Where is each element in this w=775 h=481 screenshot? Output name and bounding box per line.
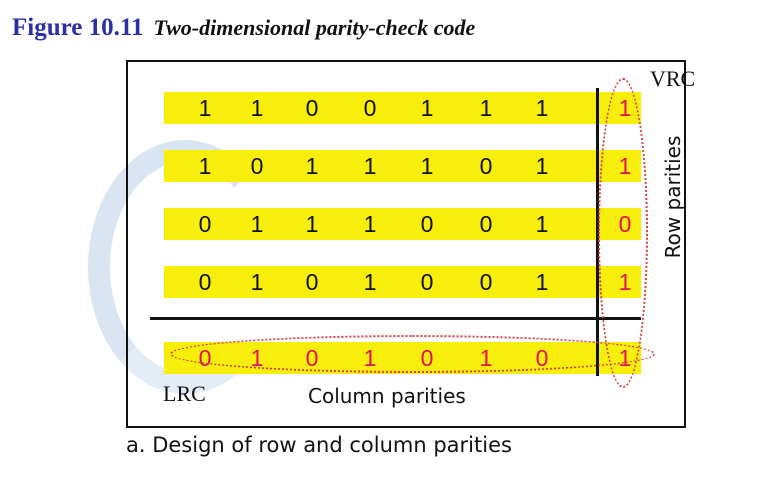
data-bit: 0: [363, 95, 377, 121]
data-bit: 0: [479, 153, 493, 179]
data-bit: 1: [198, 95, 212, 121]
data-bit: 0: [479, 211, 493, 237]
data-bit: 1: [250, 211, 264, 237]
lrc-label: LRC: [163, 381, 206, 406]
data-bit: 1: [250, 95, 264, 121]
data-bit: 1: [305, 211, 319, 237]
column-parity-divider: [150, 317, 641, 320]
data-bit: 0: [305, 95, 319, 121]
column-parities-label: Column parities: [308, 384, 466, 408]
figure-number: Figure 10.11: [12, 14, 144, 41]
data-bit: 1: [250, 269, 264, 295]
data-row-band: [164, 208, 641, 240]
data-bit: 0: [305, 269, 319, 295]
data-bit: 1: [305, 153, 319, 179]
data-bit: 1: [479, 95, 493, 121]
data-bit: 1: [535, 95, 549, 121]
data-bit: 1: [363, 153, 377, 179]
row-parities-label: Row parities: [660, 132, 686, 262]
data-bit: 1: [363, 211, 377, 237]
data-bit: 0: [420, 211, 434, 237]
row-parities-oval: [598, 78, 648, 388]
figure-caption: Two-dimensional parity-check code: [153, 15, 476, 40]
data-bit: 1: [535, 211, 549, 237]
figure-title: Figure 10.11 Two-dimensional parity-check…: [12, 14, 475, 42]
subcaption: a. Design of row and column parities: [126, 433, 512, 457]
diagram-frame: [126, 60, 686, 428]
data-bit: 1: [535, 153, 549, 179]
data-bit: 0: [250, 153, 264, 179]
row-parities-text: Row parities: [661, 135, 685, 259]
data-bit: 0: [198, 269, 212, 295]
data-row-band: [164, 150, 641, 182]
data-bit: 1: [420, 153, 434, 179]
data-bit: 1: [363, 269, 377, 295]
data-row-band: [164, 92, 641, 124]
data-bit: 0: [420, 269, 434, 295]
data-bit: 0: [479, 269, 493, 295]
data-bit: 1: [420, 95, 434, 121]
data-bit: 1: [198, 153, 212, 179]
data-row-band: [164, 266, 641, 298]
column-parities-oval: [170, 335, 655, 373]
data-bit: 0: [198, 211, 212, 237]
data-bit: 1: [535, 269, 549, 295]
vrc-label: VRC: [650, 66, 696, 91]
